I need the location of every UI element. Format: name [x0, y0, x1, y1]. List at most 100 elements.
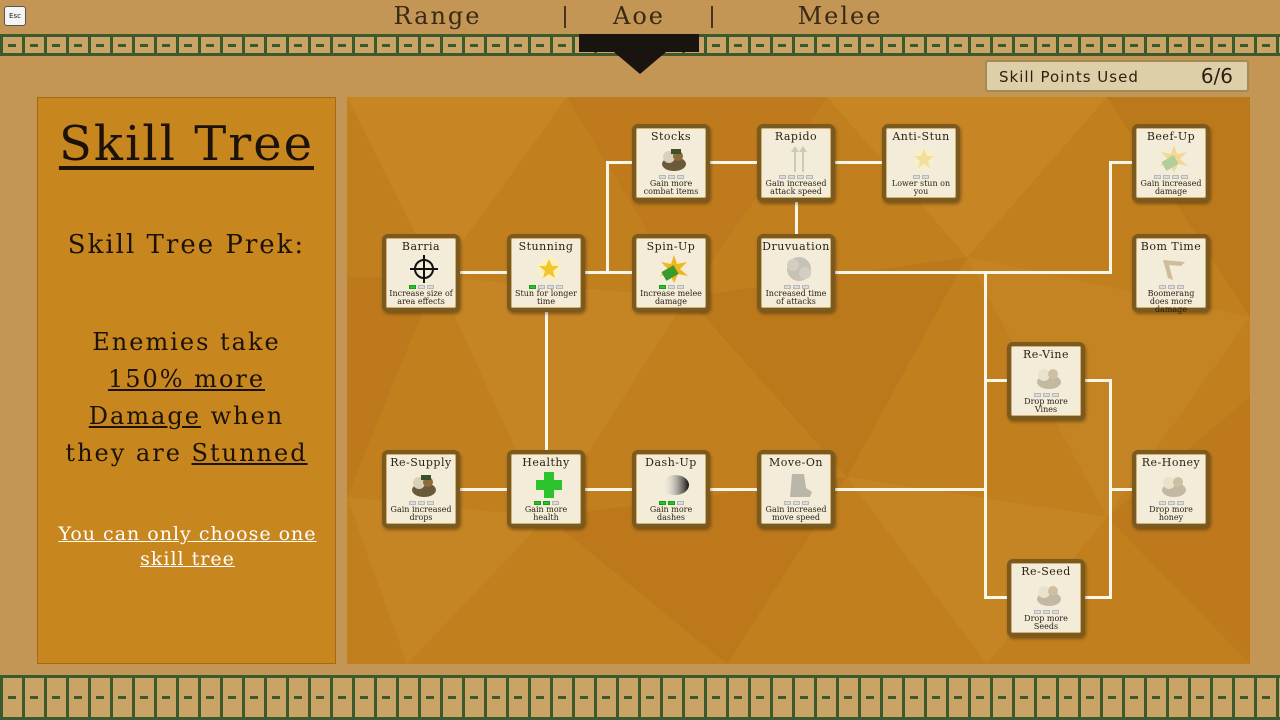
skill-node-title: Re-Vine	[1022, 348, 1070, 361]
skill-node-healthy[interactable]: Healthy Gain more health	[507, 450, 585, 528]
skill-level-pips	[761, 175, 831, 179]
perk-damage-word: Damage	[88, 402, 201, 430]
connector-line	[545, 312, 548, 452]
connector-line	[984, 271, 987, 599]
tab-range[interactable]: Range	[393, 2, 482, 30]
connector-line	[1109, 161, 1112, 274]
skill-points-box: Skill Points Used 6/6	[985, 60, 1249, 92]
skill-pip-empty	[792, 501, 800, 505]
skill-level-pips	[761, 501, 831, 505]
skill-pip-filled	[658, 285, 666, 289]
escape-button[interactable]: Esc	[4, 6, 26, 26]
skill-pip-empty	[1051, 610, 1059, 614]
boot-icon	[783, 470, 815, 500]
skill-node-stocks[interactable]: Stocks Gain more combat items	[632, 124, 710, 202]
skill-node-title: Anti-Stun	[892, 130, 950, 143]
skill-pip-empty	[1033, 610, 1041, 614]
skill-node-move-on[interactable]: Move-On Gain increased move speed	[757, 450, 835, 528]
skill-pip-filled	[533, 501, 541, 505]
skill-node-re-vine[interactable]: Re-Vine Drop more Vines	[1007, 342, 1085, 420]
item-pile-icon	[658, 144, 690, 174]
connector-line	[584, 271, 635, 274]
connector-line	[1109, 161, 1135, 164]
skill-node-description: Gain more dashes	[649, 505, 693, 522]
dash-icon	[658, 470, 690, 500]
skill-pip-filled	[408, 285, 416, 289]
info-panel: Skill Tree Skill Tree Prek: Enemies take…	[37, 97, 336, 664]
perk-stunned-word: Stunned	[191, 439, 308, 467]
skill-node-anti-stun[interactable]: Anti-Stun Lower stun on you	[882, 124, 960, 202]
skill-pip-filled	[542, 501, 550, 505]
connector-line	[709, 488, 759, 491]
skill-pip-empty	[806, 175, 813, 179]
skill-node-description: Increased time of attacks	[765, 289, 827, 306]
skill-node-druvuation[interactable]: Druvuation Increased time of attacks	[757, 234, 835, 312]
skill-node-description: Gain increased damage	[1140, 179, 1202, 196]
skill-node-title: Beef-Up	[1146, 130, 1196, 143]
active-tab-indicator	[579, 34, 699, 52]
skill-level-pips	[386, 501, 456, 505]
skill-pip-empty	[1181, 175, 1188, 179]
perk-they-are: they are	[65, 439, 192, 467]
skill-level-pips	[1011, 393, 1081, 397]
skill-node-description: Stun for longer time	[515, 289, 577, 306]
green-cross-icon	[533, 470, 565, 500]
skill-node-re-supply[interactable]: Re-Supply Gain increased drops	[382, 450, 460, 528]
skill-level-pips	[886, 175, 956, 179]
skill-node-title: Rapido	[774, 130, 818, 143]
item-pile-icon	[1158, 470, 1190, 500]
skill-node-description: Gain increased attack speed	[765, 179, 827, 196]
skill-node-re-honey[interactable]: Re-Honey Drop more honey	[1132, 450, 1210, 528]
skill-pip-empty	[783, 285, 791, 289]
skill-node-re-seed[interactable]: Re-Seed Drop more Seeds	[1007, 559, 1085, 637]
skill-node-title: Re-Honey	[1141, 456, 1201, 469]
tab-separator	[564, 6, 566, 28]
tab-aoe[interactable]: Aoe	[613, 2, 665, 30]
perk-line-2: 150% more	[107, 365, 266, 393]
connector-line	[1083, 379, 1112, 382]
star-flash-icon	[908, 144, 940, 174]
skill-level-pips	[511, 285, 581, 289]
connector-line	[795, 202, 798, 234]
boomerang-icon	[1158, 254, 1190, 284]
tab-separator	[711, 6, 713, 28]
skill-pip-empty	[408, 501, 416, 505]
tree-choice-note: You can only choose one skill tree	[58, 523, 317, 570]
skill-pip-empty	[801, 501, 809, 505]
skill-node-barria[interactable]: Barria Increase size of area effects	[382, 234, 460, 312]
skill-node-description: Gain more health	[524, 505, 568, 522]
skill-pip-empty	[1042, 393, 1050, 397]
skill-node-description: Lower stun on you	[891, 179, 951, 196]
connector-line	[834, 271, 1110, 274]
skill-pip-empty	[538, 285, 545, 289]
skill-node-description: Drop more honey	[1149, 505, 1193, 522]
top-bar	[0, 0, 1280, 36]
skill-node-bom-time[interactable]: Bom Time Boomerang does more damage	[1132, 234, 1210, 314]
skill-pip-empty	[556, 285, 563, 289]
skill-node-title: Re-Seed	[1021, 565, 1071, 578]
skill-pip-empty	[417, 501, 425, 505]
skill-pip-empty	[426, 501, 434, 505]
tab-melee[interactable]: Melee	[797, 2, 883, 30]
connector-line	[834, 488, 987, 491]
connector-line	[460, 271, 510, 274]
skill-points-label: Skill Points Used	[999, 68, 1139, 86]
skill-node-dash-up[interactable]: Dash-Up Gain more dashes	[632, 450, 710, 528]
crosshair-icon	[408, 254, 440, 284]
skill-pip-empty	[658, 175, 666, 179]
skill-level-pips	[1136, 175, 1206, 179]
skill-level-pips	[386, 285, 456, 289]
skill-node-spin-up[interactable]: Spin-Up Increase melee damage	[632, 234, 710, 312]
skill-pip-empty	[667, 175, 675, 179]
skill-node-beef-up[interactable]: Beef-Up Gain increased damage	[1132, 124, 1210, 202]
skill-node-title: Barria	[401, 240, 441, 253]
active-tab-arrow-icon	[614, 52, 666, 74]
connector-line	[1109, 488, 1135, 491]
skill-level-pips	[1136, 285, 1206, 289]
connector-line	[606, 161, 635, 164]
skill-node-rapido[interactable]: Rapido Gain increased attack speed	[757, 124, 835, 202]
greek-key-border-bottom	[0, 675, 1280, 720]
skill-node-stunning[interactable]: Stunning Stun for longer time	[507, 234, 585, 312]
perk-line-3: Damage when	[38, 398, 335, 435]
skill-pip-empty	[1176, 285, 1184, 289]
